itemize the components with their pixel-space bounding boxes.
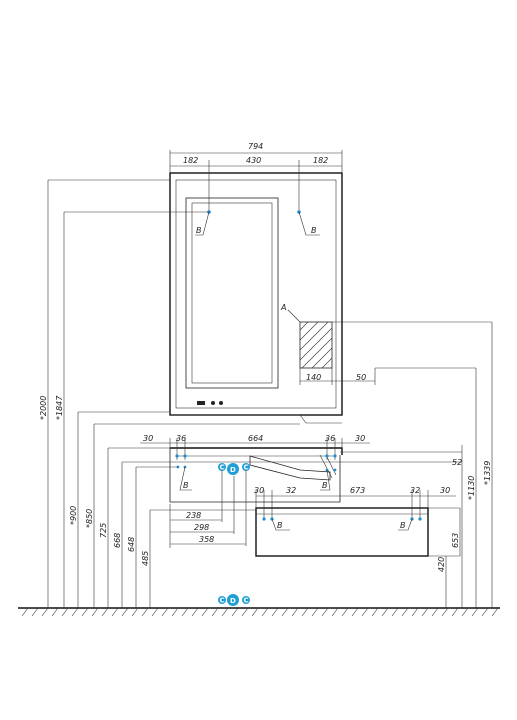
svg-text:725: 725 xyxy=(99,523,108,538)
svg-text:673: 673 xyxy=(350,486,365,495)
label-b: B xyxy=(196,226,202,235)
svg-text:C: C xyxy=(244,464,249,472)
svg-text:B: B xyxy=(400,521,406,530)
right-height-dimensions: *1339 *1130 52 653 420 xyxy=(332,321,493,608)
svg-text:*1847: *1847 xyxy=(55,395,64,420)
svg-text:B: B xyxy=(322,481,328,490)
svg-text:30: 30 xyxy=(254,486,264,495)
svg-text:D: D xyxy=(230,597,236,605)
shelf-dimensions: 30 36 664 36 30 B B xyxy=(140,434,370,491)
svg-text:52: 52 xyxy=(452,458,462,467)
label-a: A xyxy=(280,303,286,312)
dim-left-margin: 182 xyxy=(183,156,198,165)
svg-text:B: B xyxy=(183,481,189,490)
b-markers-mirror: B B xyxy=(195,210,320,236)
top-dimensions: 794 182 430 182 xyxy=(169,142,343,212)
cdc-badge-floor: C D C xyxy=(218,594,250,606)
svg-text:30: 30 xyxy=(355,434,365,443)
svg-text:358: 358 xyxy=(199,535,214,544)
svg-text:C: C xyxy=(220,597,225,605)
svg-text:B: B xyxy=(277,521,283,530)
svg-text:50: 50 xyxy=(356,373,366,382)
svg-text:30: 30 xyxy=(143,434,153,443)
svg-text:298: 298 xyxy=(194,523,209,532)
svg-text:648: 648 xyxy=(127,537,136,552)
svg-text:668: 668 xyxy=(113,533,122,548)
svg-text:*850: *850 xyxy=(85,509,94,528)
svg-text:238: 238 xyxy=(186,511,201,520)
svg-text:C: C xyxy=(220,464,225,472)
svg-text:36: 36 xyxy=(176,434,186,443)
svg-text:36: 36 xyxy=(325,434,335,443)
cabinet-dimensions: 30 32 673 32 30 B B xyxy=(254,486,456,531)
svg-text:C: C xyxy=(244,597,249,605)
dim-right-margin: 182 xyxy=(313,156,328,165)
mirror-cabinet xyxy=(169,172,343,424)
svg-text:32: 32 xyxy=(410,486,420,495)
svg-text:485: 485 xyxy=(141,551,150,566)
svg-text:664: 664 xyxy=(248,434,263,443)
svg-text:B: B xyxy=(311,226,317,235)
svg-text:*900: *900 xyxy=(69,506,78,525)
svg-text:D: D xyxy=(230,466,236,474)
svg-text:140: 140 xyxy=(306,373,321,382)
svg-text:*1339: *1339 xyxy=(483,461,492,485)
dim-total-width: 794 xyxy=(248,142,263,151)
svg-text:32: 32 xyxy=(286,486,296,495)
svg-text:*2000: *2000 xyxy=(39,396,48,420)
svg-text:30: 30 xyxy=(440,486,450,495)
left-height-dimensions: *2000 *1847 *900 *850 725 668 648 485 xyxy=(39,179,340,608)
drain-dimensions: 238 298 358 xyxy=(169,470,247,548)
floor-line xyxy=(18,607,500,617)
svg-text:653: 653 xyxy=(451,533,460,548)
hatched-square: A xyxy=(280,303,333,369)
svg-text:420: 420 xyxy=(437,557,446,572)
lower-cabinet xyxy=(255,507,429,557)
square-dimensions: 140 50 xyxy=(299,368,376,385)
dim-center-width: 430 xyxy=(246,156,261,165)
svg-text:*1130: *1130 xyxy=(467,476,476,500)
cdc-badge-top: C D C xyxy=(218,463,250,475)
control-panel-icon xyxy=(197,401,205,405)
